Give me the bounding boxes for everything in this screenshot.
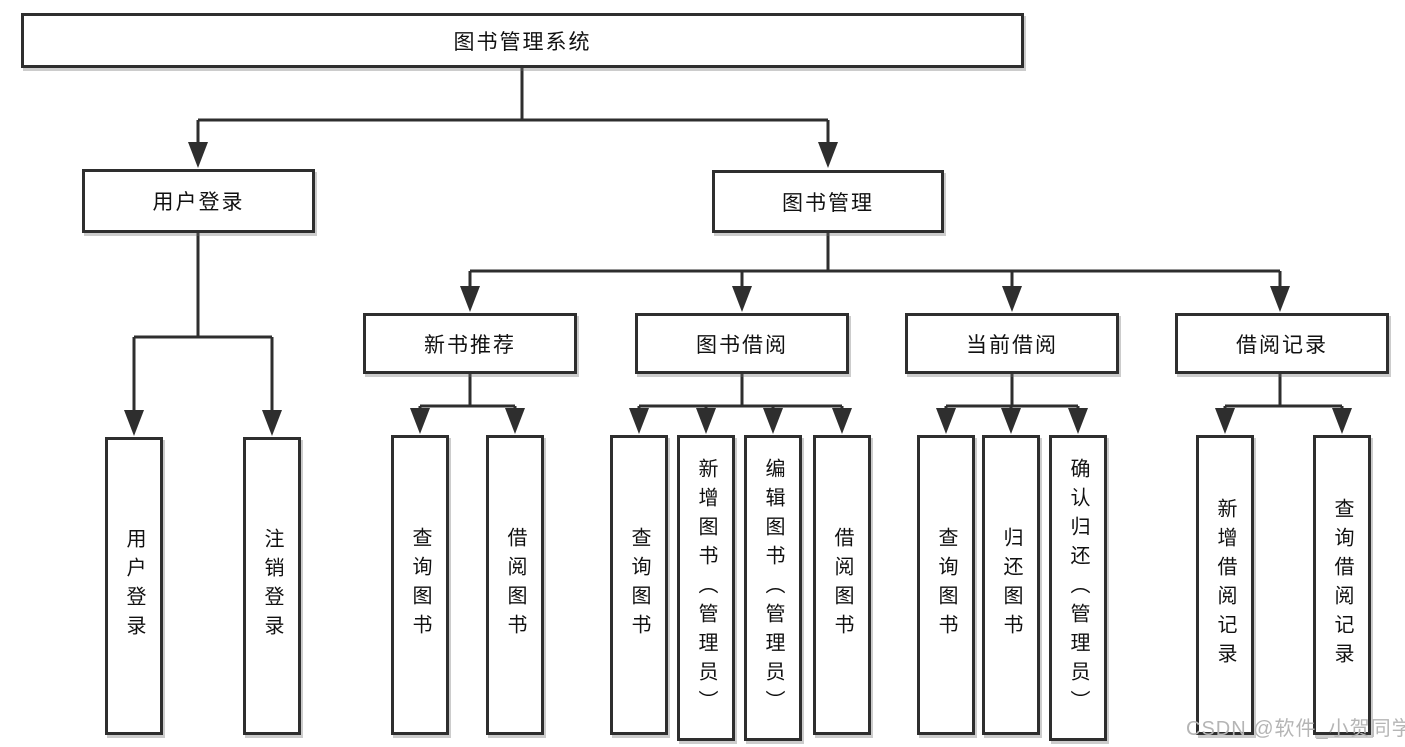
leaf-add-book-admin: 新增图书（管理员）	[677, 435, 735, 741]
leaf-query-book-2: 查询图书	[610, 435, 668, 735]
arrowhead-icon	[410, 408, 430, 434]
connector-user-login-children	[124, 233, 282, 436]
connector-current-borrow-children	[936, 374, 1088, 434]
connector-new-book-children	[410, 374, 525, 434]
leaf-borrow-book-2: 借阅图书	[813, 435, 871, 735]
node-new-book-recommend: 新书推荐	[363, 313, 577, 374]
arrowhead-icon	[1002, 286, 1022, 312]
leaf-user-login: 用户登录	[105, 437, 163, 735]
node-root-system: 图书管理系统	[21, 13, 1024, 68]
leaf-query-borrow-record: 查询借阅记录	[1313, 435, 1371, 735]
leaf-return-book: 归还图书	[982, 435, 1040, 735]
node-book-management: 图书管理	[712, 170, 944, 233]
arrowhead-icon	[124, 410, 144, 436]
arrowhead-icon	[696, 408, 716, 434]
connector-book-borrow-children	[629, 374, 852, 434]
arrowhead-icon	[818, 142, 838, 168]
leaf-confirm-return-admin: 确认归还（管理员）	[1049, 435, 1107, 741]
leaf-query-book-1: 查询图书	[391, 435, 449, 735]
leaf-logout: 注销登录	[243, 437, 301, 735]
node-current-borrow: 当前借阅	[905, 313, 1119, 374]
arrowhead-icon	[460, 286, 480, 312]
arrowhead-icon	[1001, 408, 1021, 434]
leaf-edit-book-admin: 编辑图书（管理员）	[744, 435, 802, 741]
leaf-borrow-book-1: 借阅图书	[486, 435, 544, 735]
arrowhead-icon	[1068, 408, 1088, 434]
connector-root-to-level2	[188, 66, 838, 168]
arrowhead-icon	[1270, 286, 1290, 312]
node-borrow-record: 借阅记录	[1175, 313, 1389, 374]
node-book-borrow: 图书借阅	[635, 313, 849, 374]
node-user-login: 用户登录	[82, 169, 315, 233]
arrowhead-icon	[1215, 408, 1235, 434]
arrowhead-icon	[188, 142, 208, 168]
arrowhead-icon	[732, 286, 752, 312]
arrowhead-icon	[262, 410, 282, 436]
connector-borrow-record-children	[1215, 374, 1352, 434]
connector-book-management-children	[460, 233, 1290, 312]
arrowhead-icon	[832, 408, 852, 434]
leaf-query-book-3: 查询图书	[917, 435, 975, 735]
arrowhead-icon	[936, 408, 956, 434]
arrowhead-icon	[629, 408, 649, 434]
arrowhead-icon	[505, 408, 525, 434]
watermark: CSDN @软件_小贺同学	[1186, 718, 1405, 740]
arrowhead-icon	[1332, 408, 1352, 434]
leaf-add-borrow-record: 新增借阅记录	[1196, 435, 1254, 735]
arrowhead-icon	[763, 408, 783, 434]
